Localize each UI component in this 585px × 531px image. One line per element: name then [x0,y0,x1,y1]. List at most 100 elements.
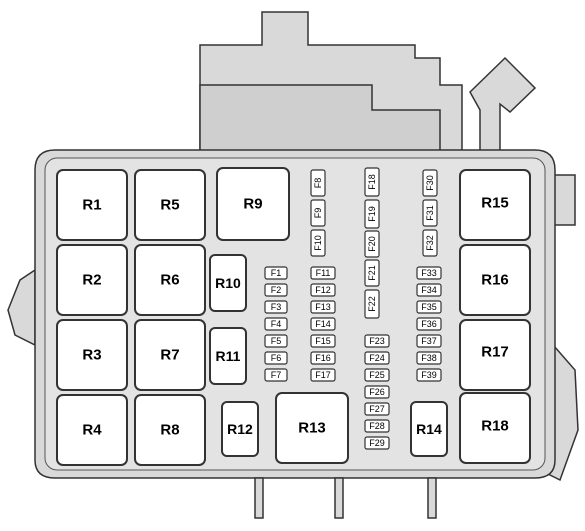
fuse-label-f21: F21 [367,265,377,281]
relay-r7 [134,319,206,391]
right-latch [469,56,537,156]
fuse-f24 [364,351,390,365]
fuse-f30 [422,169,438,197]
fuse-label-f9: F9 [313,208,323,219]
fuse-f9 [310,199,326,227]
fuse-f15 [310,334,336,348]
relay-label-r7: R7 [160,347,179,364]
fuse-f2 [264,283,288,297]
fuse-label-f17: F17 [315,370,331,380]
relay-r17 [459,319,531,391]
fuse-label-f12: F12 [315,285,331,295]
fuse-labels-f33-f39: F33 F34 F35 F36 F37 F38 F39 [421,268,437,380]
fuse-labels-f30-f32: F30 F31 F32 [425,175,435,251]
fuse-label-f16: F16 [315,353,331,363]
fuse-f7 [264,368,288,382]
relay-r14 [410,401,448,457]
fuse-label-f11: F11 [316,268,331,278]
left-latch [7,268,36,347]
fuse-f37 [416,334,442,348]
fuse-label-f38: F38 [421,353,437,363]
fuse-column-f18-f22 [364,167,380,319]
relay-label-r18: R18 [481,418,509,435]
fuse-label-f24: F24 [369,353,385,363]
fuse-f34 [416,283,442,297]
fuse-label-f4: F4 [271,319,282,329]
relay-label-r5: R5 [160,197,179,214]
relay-label-r15: R15 [481,195,509,212]
fuse-label-f26: F26 [369,387,385,397]
relay-label-r14: R14 [416,421,442,437]
relay-r9 [216,167,290,241]
relay-r12 [221,401,259,457]
fuse-f18 [364,167,380,197]
fuse-label-f14: F14 [315,319,331,329]
fuse-f4 [264,317,288,331]
relay-label-r17: R17 [481,344,509,361]
fuse-column-f8-f10 [310,169,326,257]
relay-label-r11: R11 [216,348,241,364]
fuse-label-f15: F15 [315,336,331,346]
fuse-f14 [310,317,336,331]
fuse-column-f1-f7 [264,266,288,382]
relay-r8 [134,394,206,466]
fuse-f11 [310,266,336,280]
fuse-label-f33: F33 [421,268,437,278]
fuse-label-f5: F5 [271,336,282,346]
relay-r2 [56,244,128,316]
fuse-f38 [416,351,442,365]
fuse-f39 [416,368,442,382]
fuse-f10 [310,229,326,257]
fuse-labels-f8-f10: F8 F9 F10 [313,178,323,251]
fuse-label-f2: F2 [271,285,282,295]
fuse-f16 [310,351,336,365]
fuse-label-f10: F10 [313,235,323,251]
fuse-f5 [264,334,288,348]
fuse-column-f30-f32 [422,169,438,257]
fuse-f32 [422,229,438,257]
fuse-f8 [310,169,326,197]
relay-r4 [56,394,128,466]
fuse-f12 [310,283,336,297]
fuse-label-f30: F30 [425,175,435,191]
relay-r15 [459,169,531,241]
fuse-f35 [416,300,442,314]
fuse-label-f25: F25 [369,370,385,380]
relay-r16 [459,244,531,316]
relay-label-r6: R6 [160,272,179,289]
relay-label-r10: R10 [215,275,241,291]
relay-r1 [56,169,128,241]
fuse-f6 [264,351,288,365]
fuse-label-f34: F34 [421,285,437,295]
relay-label-r12: R12 [227,421,253,437]
bottom-prong-mid [334,477,344,519]
fuse-label-f29: F29 [369,438,385,448]
fuse-label-f8: F8 [313,178,323,189]
fuse-column-f23-f29 [364,334,390,450]
fuse-labels-f23-f29: F23 F24 F25 F26 F27 F28 F29 [369,336,385,448]
relay-group [56,167,531,466]
fuse-label-f22: F22 [367,296,377,312]
fuse-label-f27: F27 [369,404,385,414]
fuse-f22 [364,289,380,319]
relay-label-r1: R1 [82,197,101,214]
fuse-label-f32: F32 [425,235,435,251]
relay-r11 [209,327,247,385]
relay-label-r8: R8 [160,422,179,439]
fuse-f27 [364,402,390,416]
fuse-label-f37: F37 [421,336,437,346]
fuse-column-f33-f39 [416,266,442,382]
relay-label-r16: R16 [481,272,509,289]
fuse-label-f19: F19 [367,206,377,222]
fuse-label-f1: F1 [271,268,282,278]
relay-r10 [209,254,247,312]
fuse-f20 [364,230,380,258]
fuse-f3 [264,300,288,314]
fuse-labels-f1-f7: F1 F2 F3 F4 F5 F6 F7 [271,268,282,380]
fuse-label-f39: F39 [421,370,437,380]
relay-r3 [56,319,128,391]
relay-label-r13: R13 [298,420,326,437]
fuse-f25 [364,368,390,382]
fuse-f26 [364,385,390,399]
fuse-label-f31: F31 [425,205,435,221]
